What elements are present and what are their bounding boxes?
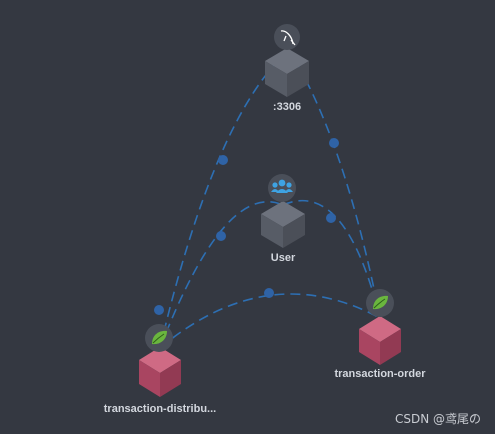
node-icon-bg (268, 174, 296, 202)
cube-left (139, 360, 160, 397)
edge-dots (154, 138, 339, 315)
edge-dot[interactable] (218, 155, 228, 165)
node-db[interactable] (265, 24, 309, 97)
edge-order-db[interactable] (288, 49, 381, 319)
edge-user-order[interactable] (282, 199, 381, 319)
cube-right (283, 214, 305, 248)
edge-distrib-user[interactable] (159, 200, 284, 349)
node-label-db: :3306 (272, 101, 302, 113)
edge-dot[interactable] (154, 305, 164, 315)
node-transaction-distribution[interactable] (139, 324, 181, 397)
cube-right (160, 360, 181, 397)
cube-left (261, 214, 283, 248)
edges (159, 49, 381, 349)
node-user[interactable] (261, 174, 305, 248)
node-label-user: User (270, 252, 296, 264)
edge-dot[interactable] (326, 213, 336, 223)
node-label-transaction-order: transaction-order (334, 368, 426, 380)
cube-left (265, 61, 287, 97)
node-icon-bg (274, 24, 300, 50)
watermark: CSDN @鸢尾の (394, 412, 481, 426)
edge-distrib-order[interactable] (159, 293, 381, 349)
edge-dot[interactable] (216, 231, 226, 241)
spring-leaf-icon (152, 330, 167, 345)
cube-left (359, 329, 380, 365)
node-transaction-order[interactable] (359, 289, 401, 365)
node-label-transaction-distribution: transaction-distribu... (103, 403, 217, 415)
cube-right (380, 329, 401, 365)
edge-dot[interactable] (329, 138, 339, 148)
users-icon (271, 179, 293, 193)
edge-dot[interactable] (264, 288, 274, 298)
mysql-dolphin-icon (280, 30, 296, 46)
cube-right (287, 61, 309, 97)
spring-leaf-icon (373, 295, 388, 310)
